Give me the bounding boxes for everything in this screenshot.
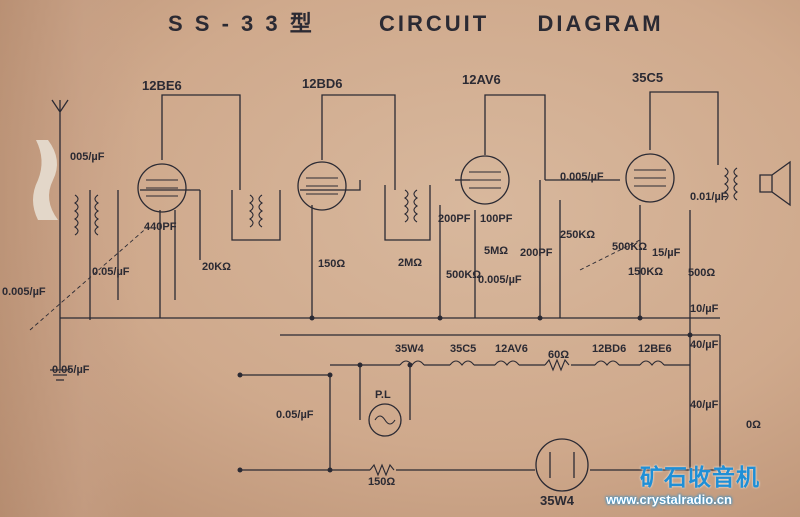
watermark-url: www.crystalradio.cn (606, 492, 732, 507)
res-20k-label: 20KΩ (202, 261, 231, 273)
cap-001-label: 0.01/µF (690, 191, 728, 203)
cap-200pf-b-label: 200PF (520, 247, 553, 259)
cap-0005-label: 0.005/µF (2, 286, 46, 298)
cap-40uf-a-label: 40/µF (690, 339, 719, 351)
cap-40uf-b-label: 40/µF (690, 399, 719, 411)
tube-label-12bd6: 12BD6 (302, 76, 342, 91)
ground-icon (50, 318, 70, 381)
cap-15uf-label: 15/µF (652, 247, 681, 259)
tube-12av6-icon (460, 155, 510, 205)
antenna-icon (51, 99, 69, 180)
cap-0005-c-label: 0.005/µF (560, 171, 604, 183)
cap-005-label: 0.05/µF (92, 266, 130, 278)
heater-12bd6-label: 12BD6 (592, 343, 626, 355)
speaker-icon (759, 160, 791, 207)
cap-440pf-label: 440PF (144, 221, 177, 233)
output-transformer-icon (724, 167, 738, 201)
cap-0005-b-label: 0.005/µF (478, 274, 522, 286)
res-0-label: 0Ω (746, 419, 761, 431)
cap-200pf-label: 200PF (438, 213, 471, 225)
heater-12av6-label: 12AV6 (495, 343, 528, 355)
cap-antenna-label: 005/µF (70, 151, 105, 163)
tube-12bd6-icon (297, 161, 347, 211)
paper-fold-shadow (0, 0, 140, 517)
res-150-mains-label: 150Ω (368, 476, 395, 488)
pilot-lamp-icon (368, 403, 402, 437)
res-150k-label: 150KΩ (628, 266, 663, 278)
cap-10uf-label: 10/µF (690, 303, 719, 315)
pilot-lamp-label: P.L (375, 389, 391, 401)
heater-35c5-label: 35C5 (450, 343, 476, 355)
res-2m-label: 2MΩ (398, 257, 422, 269)
heater-12be6-label: 12BE6 (638, 343, 672, 355)
tube-35c5-icon (625, 153, 675, 203)
junction-dots (237, 315, 693, 473)
res-500-label: 500Ω (688, 267, 715, 279)
tube-12be6-icon (137, 163, 187, 213)
tube-label-35c5: 35C5 (632, 70, 663, 85)
cap-005-mains-label: 0.05/µF (276, 409, 314, 421)
res-500k-2-label: 500KΩ (612, 241, 647, 253)
model-name: S S - 3 3 型 (168, 11, 315, 36)
tube-label-12av6: 12AV6 (462, 72, 501, 87)
rectifier-35w4-icon (535, 438, 589, 492)
heater-60ohm-label: 60Ω (548, 349, 569, 361)
diagram-title: S S - 3 3 型 CIRCUIT DIAGRAM (168, 6, 664, 38)
heading-diagram: DIAGRAM (537, 11, 664, 36)
wiring (29, 91, 721, 477)
heater-35w4-label: 35W4 (395, 343, 425, 355)
res-150-label: 150Ω (318, 258, 345, 270)
heading-circuit: CIRCUIT (378, 11, 490, 36)
watermark-cn: 矿石收音机 (640, 464, 760, 490)
cap-100pf-label: 100PF (480, 213, 513, 225)
rectifier-label: 35W4 (540, 493, 575, 508)
res-250k-label: 250KΩ (560, 229, 595, 241)
paper-tear-icon (33, 140, 58, 220)
res-5m-label: 5MΩ (484, 245, 508, 257)
cap-005-ground-label: 0.05/µF (52, 364, 90, 376)
tube-label-12be6: 12BE6 (142, 78, 182, 93)
res-500k-label: 500KΩ (446, 269, 481, 281)
